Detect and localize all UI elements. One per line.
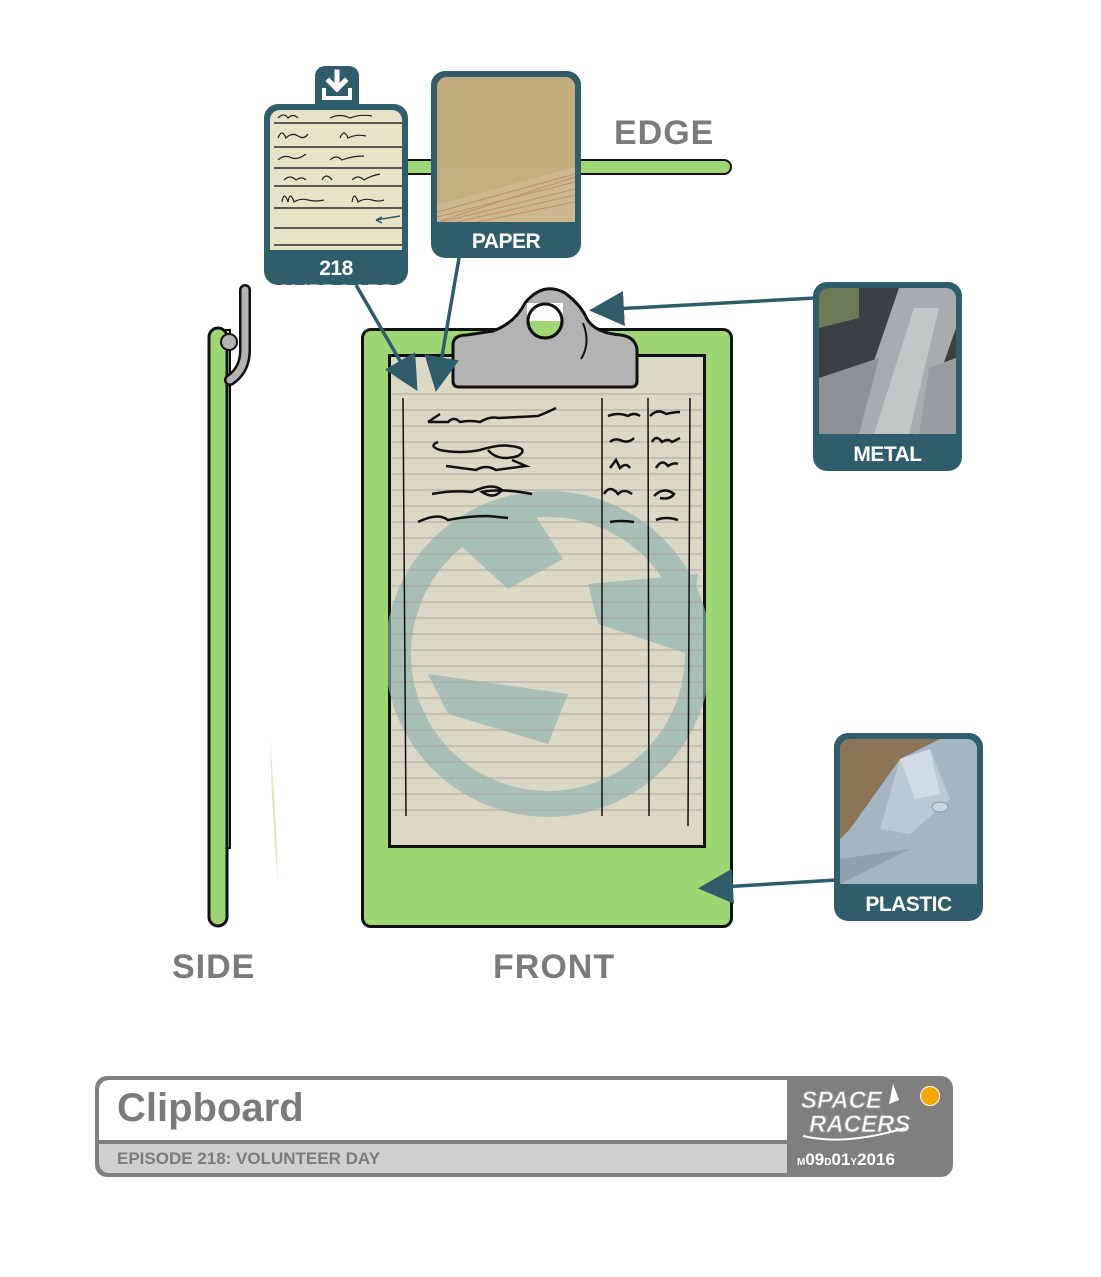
day-value: 01	[831, 1150, 851, 1169]
paper-texture-image	[437, 77, 575, 222]
paper-material-card[interactable]: PAPER	[431, 71, 581, 258]
front-label: FRONT	[493, 948, 616, 986]
edge-label: EDGE	[614, 114, 715, 152]
clipboard-card[interactable]: 218 CLIPBOARD	[264, 104, 408, 304]
title-box: Clipboard	[99, 1080, 787, 1140]
side-view-drawing	[207, 284, 278, 928]
episode-subtitle: EPISODE 218: VOLUNTEER DAY	[117, 1149, 380, 1168]
side-label: SIDE	[172, 948, 256, 986]
handwriting	[417, 406, 681, 524]
logo-line-2: RACERS	[809, 1111, 910, 1138]
rocket-icon	[889, 1084, 899, 1104]
year-value: 2016	[857, 1150, 895, 1169]
air-date: M09D01Y2016	[797, 1150, 895, 1170]
metal-photo	[819, 288, 956, 434]
subtitle-box: EPISODE 218: VOLUNTEER DAY	[99, 1144, 787, 1173]
status-dot	[920, 1086, 940, 1106]
month-value: 09	[805, 1150, 825, 1169]
year-label: Y	[850, 1157, 858, 1168]
metal-caption: METAL	[853, 443, 922, 466]
plastic-caption: PLASTIC	[865, 893, 952, 916]
logo-line-1: SPACE	[801, 1087, 883, 1114]
front-view-paper	[388, 354, 706, 848]
metal-clip	[451, 287, 639, 389]
plastic-photo	[840, 739, 977, 884]
metal-material-card[interactable]: METAL	[813, 282, 962, 471]
day-label: D	[824, 1157, 832, 1168]
download-icon	[322, 69, 352, 100]
footer-title-bar: Clipboard EPISODE 218: VOLUNTEER DAY SPA…	[95, 1076, 953, 1177]
paper-caption: PAPER	[471, 230, 541, 253]
plastic-material-card[interactable]: PLASTIC	[834, 733, 983, 921]
space-racers-logo: SPACE RACERS	[795, 1080, 915, 1144]
month-label: M	[797, 1157, 806, 1168]
page-title: Clipboard	[117, 1086, 304, 1130]
recycle-watermark	[388, 491, 706, 817]
clipboard-thumbnail	[270, 110, 402, 250]
